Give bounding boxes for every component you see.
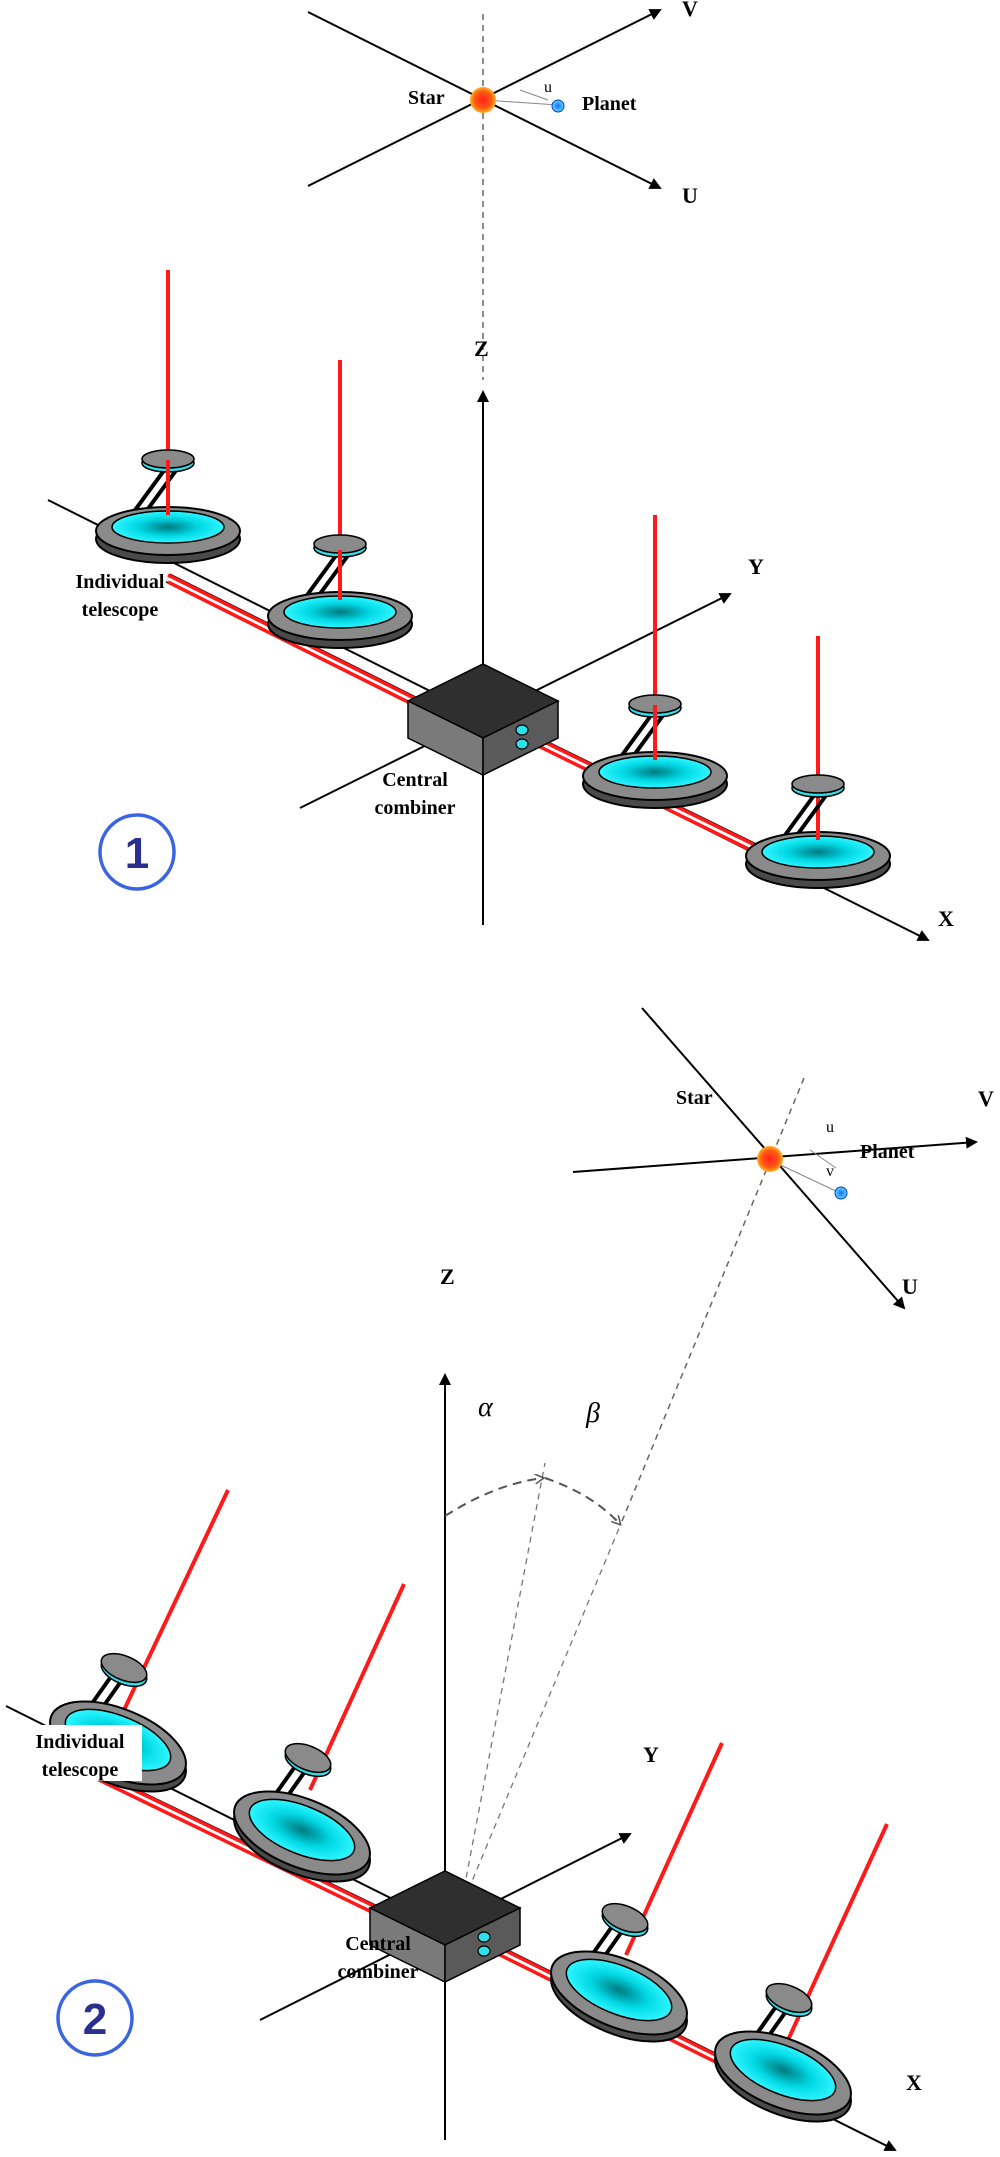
offset-v-label-2: v: [826, 1163, 834, 1180]
planet-label-2: Planet: [860, 1141, 915, 1163]
star-label-2: Star: [676, 1087, 713, 1109]
alpha-arc: [444, 1478, 543, 1517]
sky-plane-1: Star Planet V U u: [307, 0, 698, 380]
beta-label: β: [585, 1398, 600, 1429]
u-label-1: U: [682, 183, 698, 208]
svg-text:1: 1: [125, 829, 149, 878]
offset-u-label-1: u: [544, 79, 552, 96]
v-label-1: V: [682, 0, 698, 21]
y-label-2: Y: [643, 1742, 659, 1767]
planet-label-1: Planet: [582, 93, 637, 115]
planet-icon-1: [551, 99, 565, 113]
v-label-2: V: [978, 1086, 994, 1111]
svg-text:combiner: combiner: [374, 797, 455, 819]
alpha-label: α: [478, 1392, 494, 1423]
svg-text:telescope: telescope: [42, 1759, 119, 1781]
central-combiner-1: [406, 663, 560, 777]
telescope-2d: [701, 1975, 865, 2141]
beta-arc: [544, 1477, 620, 1524]
telescope-2b: [220, 1735, 384, 1901]
svg-text:combiner: combiner: [337, 1961, 418, 1983]
central-combiner-2: [368, 1870, 522, 1984]
combiner-label-2: Central combiner: [337, 1933, 418, 1983]
sky-plane-2: Star Planet V U u v: [572, 1007, 994, 1527]
telescope-label-2: Individual telescope: [22, 1725, 142, 1781]
z-label-2: Z: [440, 1264, 455, 1289]
line-of-sight-2: [619, 1077, 805, 1527]
panel-1: Star Planet V U u Z Y X: [47, 0, 954, 941]
star-icon-1: [470, 87, 496, 113]
axes-2: Z Y X: [5, 1264, 922, 2151]
panel-2: Star Planet V U u v Z Y X α β: [5, 1007, 994, 2151]
svg-text:Central: Central: [382, 769, 448, 791]
offset-line-2: [769, 1159, 841, 1194]
x-label-1: X: [938, 906, 954, 931]
svg-text:telescope: telescope: [82, 599, 159, 621]
angle-arcs-2: α β: [444, 1392, 620, 1911]
u-label-2: U: [902, 1274, 918, 1299]
svg-text:2: 2: [83, 1995, 107, 2044]
x-label-2: X: [906, 2070, 922, 2095]
planet-icon-2: [834, 1186, 848, 1200]
combiner-label-1: Central combiner: [374, 769, 455, 819]
star-icon-2: [757, 1146, 783, 1172]
svg-text:Individual: Individual: [36, 1731, 125, 1753]
z-label-1: Z: [474, 336, 489, 361]
y-label-1: Y: [748, 554, 764, 579]
telescope-label-1: Individual telescope: [76, 571, 165, 621]
telescope-2c: [537, 1895, 701, 2061]
star-label-1: Star: [408, 87, 445, 109]
svg-text:Central: Central: [345, 1933, 411, 1955]
offset-u-label-2: u: [826, 1119, 834, 1136]
svg-text:Individual: Individual: [76, 571, 165, 593]
panel-badge-2: 2: [56, 1979, 134, 2057]
panel-badge-1: 1: [98, 813, 176, 891]
